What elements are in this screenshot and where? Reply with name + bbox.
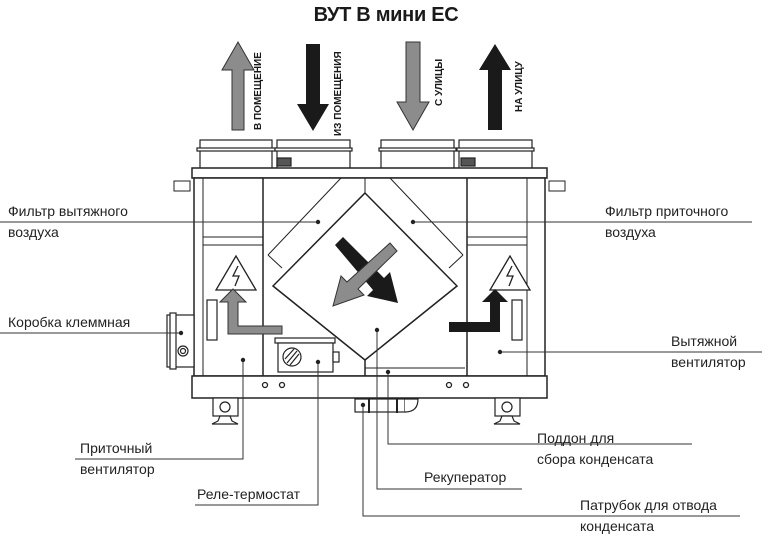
callout-text: Патрубок для отвода [580,497,717,513]
callout-text: конденсата [580,518,655,534]
callout-text: Коробка клеммная [8,314,131,330]
callout-exhaust-fan: Вытяжной вентилятор [671,331,746,373]
callout-exhaust-filter: Фильтр вытяжного воздуха [8,201,128,243]
exhaust-fan-arrow-icon [449,289,508,332]
arrow-from-street-icon [396,41,430,132]
callout-thermostat-relay: Реле-термостат [197,484,300,505]
thermostat-relay [274,337,340,373]
adjustable-feet [211,397,521,425]
callout-text: вентилятор [671,354,746,370]
high-voltage-warning-icon [214,254,532,291]
callout-condensate-drain: Патрубок для отвода конденсата [580,495,717,537]
callout-text: воздуха [8,224,59,240]
callout-text: воздуха [605,224,656,240]
callout-supply-fan: Приточный вентилятор [80,438,155,480]
callout-text: Вытяжной [671,333,738,349]
callout-text: Поддон для [537,430,615,446]
arrow-to-room-icon [221,40,255,131]
arrow-from-room-icon [297,44,329,131]
diagram-title: ВУТ В мини ЕС [313,4,459,26]
condensate-drain-pipe [354,398,419,413]
base-bolts [261,381,470,389]
label-from-street: С УЛИЦЫ [434,58,445,106]
callout-text: вентилятор [80,461,155,477]
callout-terminal-box: Коробка клеммная [8,312,130,333]
label-from-room: ИЗ ПОМЕЩЕНИЯ [333,51,344,136]
terminal-box [166,299,523,370]
supply-fan-arrow-icon [218,288,283,335]
arrow-to-street-icon [479,44,511,130]
callout-recuperator: Рекуператор [424,467,506,488]
callout-supply-filter: Фильтр приточного воздуха [605,201,728,243]
label-to-room: В ПОМЕЩЕНИЕ [253,52,264,130]
leader-dots [178,219,503,408]
callout-text: Приточный [80,440,153,456]
leader-lines [0,221,762,517]
callout-text: сбора конденсата [537,451,654,467]
supply-flow-arrow-icon [332,242,398,307]
callout-condensate-tray: Поддон для сбора конденсата [537,428,653,470]
callout-text: Фильтр вытяжного [8,203,128,219]
callout-text: Реле-термостат [197,486,301,502]
callout-text: Фильтр приточного [605,203,729,219]
callout-text: Рекуператор [424,469,507,485]
label-to-street: НА УЛИЦУ [514,61,525,112]
duct-spigots [196,139,535,170]
